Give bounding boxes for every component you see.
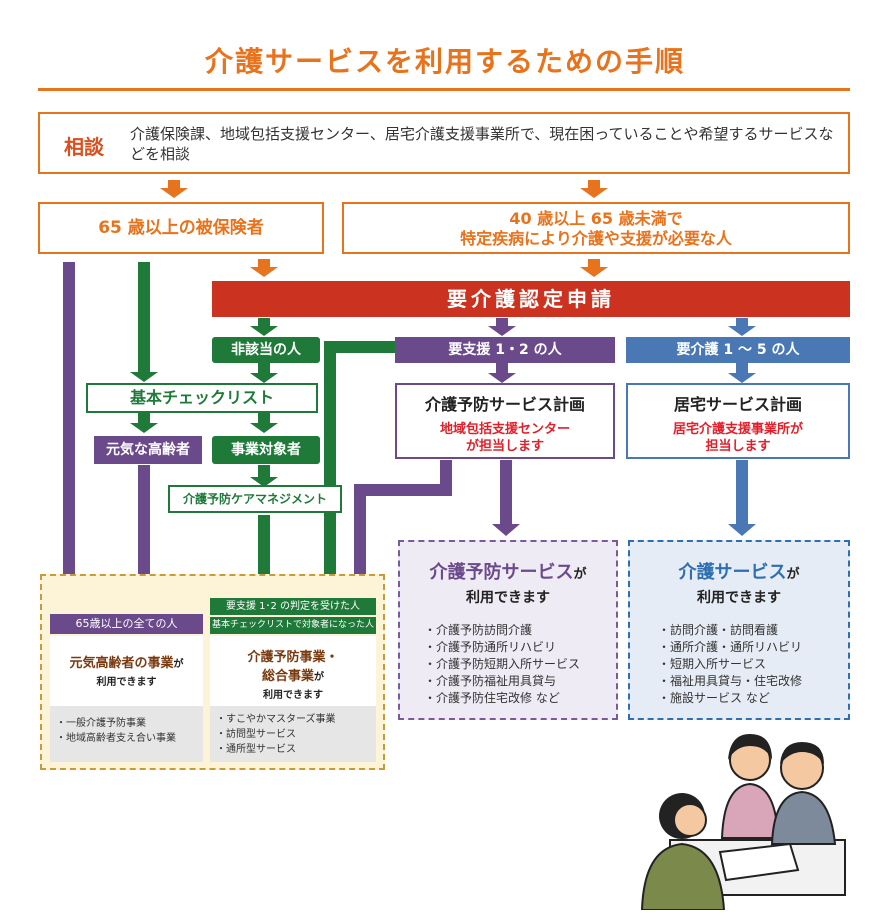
home-plan-title: 居宅サービス計画 — [673, 395, 802, 414]
all-65-panel: 元気高齢者の事業が 利用できます 一般介護予防事業 地域高齢者支え合い事業 — [50, 636, 203, 762]
list-item: 通所介護・通所リハビリ — [658, 639, 802, 656]
list-item: 短期入所サービス — [658, 656, 802, 673]
general-header: 要支援 1･2 の判定を受けた人 基本チェックリストで対象者になった人 — [210, 598, 376, 634]
consultation-label: 相談 — [64, 135, 104, 159]
list-item: 訪問型サービス — [216, 727, 376, 742]
care-services-suffix: が — [786, 567, 800, 582]
list-item: 介護予防住宅改修 など — [424, 690, 580, 707]
prevention-plan-note1: 地域包括支援センター — [439, 422, 570, 437]
home-plan-box: 居宅サービス計画 居宅介護支援事業所が 担当します — [626, 383, 850, 459]
list-item: 施設サービス など — [658, 690, 802, 707]
all-65-available: 利用できます — [96, 677, 157, 688]
insured-65-box: 65 歳以上の被保険者 — [38, 202, 324, 254]
care-services-title: 介護サービス — [678, 562, 787, 583]
list-item: 福祉用具貸与・住宅改修 — [658, 673, 802, 690]
consultation-text: 介護保険課、地域包括支援センター、居宅介護支援事業所で、現在困っていることや希望… — [130, 125, 834, 163]
list-item: 訪問介護・訪問看護 — [658, 622, 802, 639]
prevention-services-heading: 介護予防サービスが 利用できます — [400, 558, 616, 607]
general-list-bg: すこやかマスターズ事業 訪問型サービス 通所型サービス — [210, 706, 376, 762]
all-65-list: 一般介護予防事業 地域高齢者支え合い事業 — [56, 716, 203, 746]
list-item: 介護予防福祉用具貸与 — [424, 673, 580, 690]
prevention-services-box: 介護予防サービスが 利用できます 介護予防訪問介護 介護予防通所リハビリ 介護予… — [398, 540, 618, 720]
insured-40-line2: 特定疾病により介護や支援が必要な人 — [460, 229, 732, 248]
care-1-5-pill: 要介護 1 ～ 5 の人 — [626, 337, 850, 363]
care-services-heading: 介護サービスが 利用できます — [630, 558, 848, 607]
consultation-box: 相談 介護保険課、地域包括支援センター、居宅介護支援事業所で、現在困っていること… — [38, 112, 850, 174]
support-1-2-pill: 要支援 1・2 の人 — [395, 337, 615, 363]
insured-65-label: 65 歳以上の被保険者 — [98, 218, 264, 238]
list-item: 介護予防短期入所サービス — [424, 656, 580, 673]
prevention-services-suffix: が — [573, 567, 587, 582]
care-management-box: 介護予防ケアマネジメント — [168, 485, 342, 513]
all-65-list-bg: 一般介護予防事業 地域高齢者支え合い事業 — [50, 706, 203, 762]
title-divider — [38, 88, 850, 91]
insured-40-box: 40 歳以上 65 歳未満で 特定疾病により介護や支援が必要な人 — [342, 202, 850, 254]
list-item: 一般介護予防事業 — [56, 716, 203, 731]
prevention-plan-box: 介護予防サービス計画 地域包括支援センター が担当します — [395, 383, 615, 459]
all-65-title: 元気高齢者の事業 — [69, 656, 174, 671]
care-certification-application: 要介護認定申請 — [212, 281, 850, 317]
list-item: 通所型サービス — [216, 742, 376, 757]
healthy-elderly-pill: 元気な高齢者 — [94, 436, 202, 464]
care-services-box: 介護サービスが 利用できます 訪問介護・訪問看護 通所介護・通所リハビリ 短期入… — [628, 540, 850, 720]
list-item: すこやかマスターズ事業 — [216, 712, 376, 727]
all-65-heading: 元気高齢者の事業が 利用できます — [50, 652, 203, 688]
not-applicable-pill: 非該当の人 — [212, 337, 320, 363]
consultation-illustration — [640, 734, 846, 910]
page-title: 介護サービスを利用するための手順 — [204, 45, 685, 78]
general-title2: 総合事業 — [261, 669, 314, 684]
insured-40-line1: 40 歳以上 65 歳未満で — [509, 209, 683, 228]
general-available: 利用できます — [263, 690, 323, 701]
general-suffix: が — [314, 672, 324, 683]
all-65-header: 65歳以上の全ての人 — [50, 614, 203, 634]
application-label: 要介護認定申請 — [447, 287, 615, 311]
general-list: すこやかマスターズ事業 訪問型サービス 通所型サービス — [216, 712, 376, 757]
general-title1: 介護予防事業・ — [247, 650, 339, 665]
general-panel: 介護予防事業・ 総合事業が 利用できます すこやかマスターズ事業 訪問型サービス… — [210, 636, 376, 762]
general-heading: 介護予防事業・ 総合事業が 利用できます — [210, 646, 376, 701]
prevention-plan-note2: が担当します — [465, 439, 544, 454]
home-plan-note2: 担当します — [705, 439, 771, 454]
care-services-list: 訪問介護・訪問看護 通所介護・通所リハビリ 短期入所サービス 福祉用具貸与・住宅… — [658, 622, 802, 707]
prevention-services-title: 介護予防サービス — [429, 562, 574, 583]
general-header-line1: 要支援 1･2 の判定を受けた人 — [210, 598, 376, 615]
all-65-suffix: が — [173, 659, 184, 670]
program-target-pill: 事業対象者 — [212, 436, 320, 464]
prevention-services-available: 利用できます — [466, 590, 550, 606]
prevention-services-list: 介護予防訪問介護 介護予防通所リハビリ 介護予防短期入所サービス 介護予防福祉用… — [424, 622, 580, 707]
prevention-plan-title: 介護予防サービス計画 — [424, 395, 585, 414]
care-services-available: 利用できます — [697, 590, 781, 606]
basic-checklist-box: 基本チェックリスト — [86, 383, 318, 413]
general-header-line2: 基本チェックリストで対象者になった人 — [210, 617, 376, 634]
list-item: 介護予防訪問介護 — [424, 622, 580, 639]
home-plan-note1: 居宅介護支援事業所が — [672, 422, 803, 437]
list-item: 地域高齢者支え合い事業 — [56, 731, 203, 746]
list-item: 介護予防通所リハビリ — [424, 639, 580, 656]
